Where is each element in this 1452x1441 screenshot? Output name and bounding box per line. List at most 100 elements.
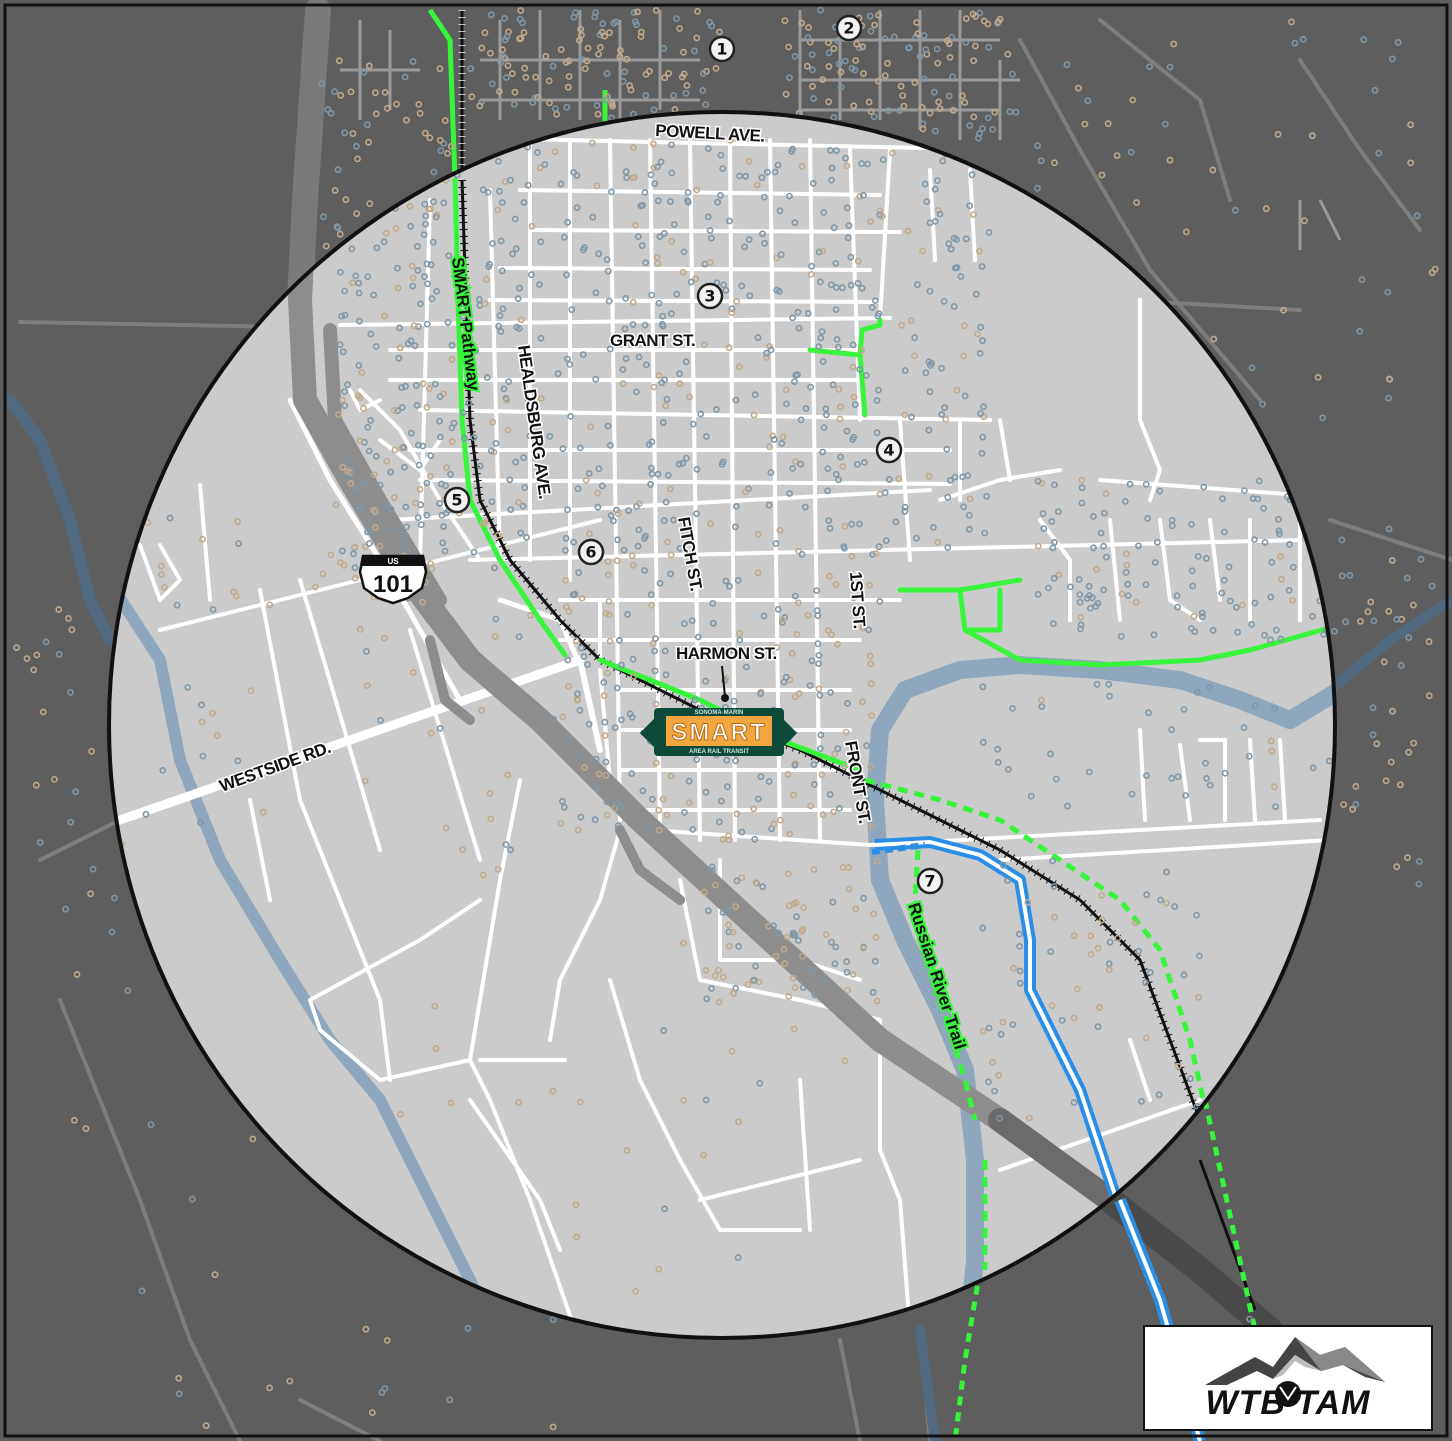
house-dot <box>247 687 255 695</box>
house-dot <box>1275 527 1283 535</box>
house-dot <box>534 93 542 101</box>
house-dot <box>805 24 812 31</box>
house-dot <box>838 284 846 292</box>
house-dot <box>649 795 656 803</box>
house-dot <box>959 473 966 481</box>
house-dot <box>344 381 351 389</box>
house-dot <box>1188 567 1196 575</box>
house-dot <box>492 615 500 623</box>
house-dot <box>770 820 778 828</box>
house-dot <box>82 1125 90 1132</box>
house-dot <box>717 151 725 159</box>
house-dot <box>1143 891 1151 899</box>
house-dot <box>342 196 350 204</box>
house-dot <box>334 224 342 232</box>
house-dot <box>1024 898 1032 906</box>
house-dot <box>1373 740 1381 748</box>
house-dot <box>728 309 736 317</box>
house-dot <box>416 485 424 493</box>
house-dot <box>402 503 410 511</box>
house-dot <box>659 312 667 320</box>
house-dot <box>1038 696 1045 704</box>
house-dot <box>1405 634 1413 641</box>
smart-station-marker[interactable]: SONOMA-MARIN SMART AREA RAIL TRANSIT <box>639 708 798 756</box>
house-dot <box>656 579 664 587</box>
house-dot <box>355 279 363 287</box>
house-dot <box>750 805 758 813</box>
house-dot <box>1085 582 1093 590</box>
house-dot <box>1009 1021 1017 1028</box>
house-dot <box>871 957 879 965</box>
house-dot <box>760 193 768 201</box>
house-dot <box>1198 609 1206 617</box>
house-dot <box>843 162 851 170</box>
house-dot <box>460 268 467 276</box>
house-dot <box>341 287 348 295</box>
house-dot <box>1301 217 1308 225</box>
house-dot <box>603 70 611 77</box>
house-dot <box>641 567 648 574</box>
marker-3[interactable]: 3 <box>696 282 724 310</box>
house-dot <box>961 392 969 400</box>
house-dot <box>856 520 863 528</box>
house-dot <box>661 376 668 384</box>
house-dot <box>693 34 701 42</box>
house-dot <box>888 149 896 157</box>
house-dot <box>370 471 378 478</box>
svg-text:7: 7 <box>924 872 935 891</box>
house-dot <box>832 283 840 291</box>
house-dot <box>1239 601 1246 609</box>
house-dot <box>694 633 702 641</box>
house-dot <box>659 322 667 330</box>
house-dot <box>1389 707 1396 715</box>
house-dot <box>979 125 986 133</box>
house-dot <box>1009 705 1016 712</box>
house-dot <box>494 157 502 165</box>
house-dot <box>691 696 699 704</box>
house-dot <box>1314 373 1322 381</box>
house-dot <box>841 1057 849 1065</box>
house-dot <box>1338 572 1346 580</box>
house-dot <box>67 688 74 696</box>
house-dot <box>499 305 507 313</box>
marker-2[interactable]: 2 <box>835 14 863 42</box>
house-dot <box>854 460 861 468</box>
house-dot <box>664 538 671 546</box>
marker-5[interactable]: 5 <box>443 486 471 514</box>
house-dot <box>1027 792 1035 800</box>
house-dot <box>724 907 732 914</box>
house-dot <box>810 95 817 102</box>
marker-6[interactable]: 6 <box>577 538 605 566</box>
house-dot <box>835 343 842 351</box>
house-dot <box>828 938 835 946</box>
house-dot <box>355 317 363 325</box>
house-dot <box>881 72 889 79</box>
house-dot <box>604 669 611 677</box>
house-dot <box>364 528 371 536</box>
house-dot <box>88 747 95 755</box>
house-dot <box>1151 559 1159 566</box>
house-dot <box>738 282 746 290</box>
house-dot <box>858 347 865 354</box>
house-dot <box>486 49 494 57</box>
marker-7[interactable]: 7 <box>916 867 944 895</box>
house-dot <box>492 439 500 447</box>
house-dot <box>837 453 844 461</box>
house-dot <box>346 460 354 468</box>
marker-4[interactable]: 4 <box>875 436 903 464</box>
house-dot <box>871 21 878 29</box>
house-dot <box>790 1025 798 1033</box>
house-dot <box>985 228 993 236</box>
house-dot <box>438 480 445 488</box>
house-dot <box>1142 480 1150 488</box>
house-dot <box>634 542 642 550</box>
house-dot <box>423 511 431 519</box>
house-dot <box>166 514 174 522</box>
house-dot <box>448 438 456 446</box>
marker-1[interactable]: 1 <box>708 35 736 63</box>
house-dot <box>660 229 668 237</box>
house-dot <box>639 787 647 795</box>
house-dot <box>785 902 793 910</box>
house-dot <box>799 984 807 991</box>
